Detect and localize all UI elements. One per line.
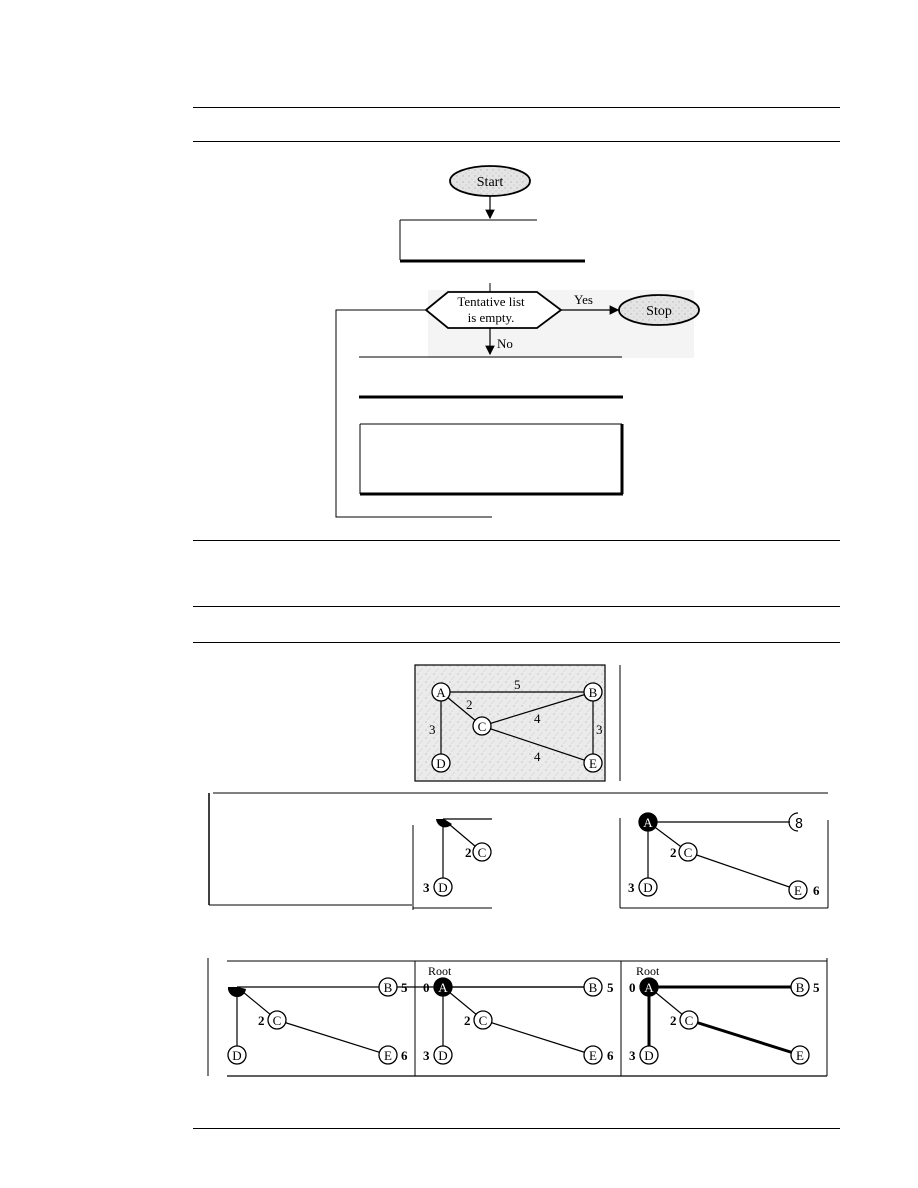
p3-node-B: B: [384, 980, 393, 995]
p2-node-E: E: [794, 883, 802, 898]
node-E: E: [583, 753, 603, 773]
p5-node-B: B: [796, 980, 805, 995]
node-D: D: [431, 753, 451, 773]
node-D-label: D: [436, 756, 445, 771]
p2-node-D: D: [643, 880, 652, 895]
weight-C-B: 4: [534, 711, 541, 726]
rule-mid-3: [193, 642, 840, 643]
p4-node-B: B: [589, 980, 598, 995]
node-A-label: A: [436, 685, 446, 700]
weight-C-E: 4: [534, 749, 541, 764]
p3-node-C: C: [273, 1013, 282, 1028]
tree-panel-5: Root A 0 B 5 C 2 D 3 E: [629, 964, 820, 1065]
process-box-1: [399, 219, 585, 263]
weight-A-B: 5: [514, 677, 521, 692]
rule-mid-1: [193, 540, 840, 541]
p4-dist-E: 6: [607, 1048, 614, 1063]
tree-panel-3: C 2 D E 6 B 5: [227, 977, 590, 1065]
start-label: Start: [477, 175, 504, 190]
p1-dist-D: 3: [423, 880, 430, 895]
p5-dist-B: 5: [813, 980, 820, 995]
p4-dist-B: 5: [607, 980, 614, 995]
p3-dist-B: 5: [401, 980, 408, 995]
stop-label: Stop: [646, 304, 672, 319]
p1-dist-C: 2: [465, 845, 472, 860]
node-C: C: [472, 716, 492, 736]
p3-dist-E: 6: [401, 1048, 408, 1063]
rule-top-1: [193, 107, 840, 108]
p4-node-E: E: [589, 1048, 597, 1063]
p5-node-C: C: [685, 1013, 694, 1028]
tree-panel-1: C 2 D 3: [412, 818, 492, 910]
rule-mid-2: [193, 606, 840, 607]
stop-terminator: Stop: [618, 294, 700, 326]
node-A: A: [431, 682, 451, 702]
process-box-2: [359, 356, 623, 399]
p2-dist-D: 3: [628, 880, 635, 895]
node-E-label: E: [589, 756, 597, 771]
node-B: B: [583, 682, 603, 702]
p2-node-C: C: [684, 845, 693, 860]
decision-hexagon: Tentative list is empty.: [424, 291, 563, 329]
p2-dist-E: 6: [813, 883, 820, 898]
p3-node-D: D: [232, 1048, 241, 1063]
p5-node-D: D: [644, 1048, 653, 1063]
p4-dist-A: 0: [423, 980, 430, 995]
weight-B-E: 3: [596, 722, 603, 737]
p4-dist-C: 2: [464, 1013, 471, 1028]
partial-root-node: [436, 819, 452, 828]
tree-panel-2: A 8 C 2 D 3 E 6: [619, 812, 829, 909]
node-B-label: B: [589, 685, 598, 700]
p4-root-A: A: [438, 980, 448, 995]
tree-panel-4: Root A 0 B 5 C 2 D 3 E 6: [423, 964, 614, 1065]
partial-root-node: [227, 987, 246, 998]
p4-dist-D: 3: [423, 1048, 430, 1063]
start-terminator: Start: [449, 165, 531, 197]
rule-bottom: [193, 1128, 840, 1129]
p3-dist-C: 2: [258, 1013, 265, 1028]
edge-C-E: [481, 725, 594, 764]
p5-root-label: Root: [636, 964, 660, 978]
no-label: No: [497, 336, 513, 351]
weight-A-C: 2: [466, 697, 473, 712]
p2-root-A: A: [643, 815, 653, 830]
p2-partial-B: 8: [795, 817, 803, 832]
decision-text-line2: is empty.: [468, 310, 515, 325]
p4-node-D: D: [438, 1048, 447, 1063]
decision-text-line1: Tentative list: [457, 294, 525, 309]
p4-root-label: Root: [428, 964, 452, 978]
process-box-3: [359, 423, 624, 496]
p5-dist-C: 2: [670, 1013, 677, 1028]
p1-node-C: C: [478, 845, 487, 860]
p2-dist-C: 2: [670, 845, 677, 860]
p5-root-A: A: [644, 980, 654, 995]
node-C-label: C: [478, 719, 487, 734]
p1-node-D: D: [438, 880, 447, 895]
p4-node-C: C: [479, 1013, 488, 1028]
edge-C-B: [481, 691, 594, 727]
rule-top-2: [193, 141, 840, 142]
loop-back-connector: [335, 309, 492, 518]
weight-A-D: 3: [429, 722, 436, 737]
yes-label: Yes: [574, 292, 593, 307]
p5-dist-A: 0: [629, 980, 636, 995]
p5-node-E: E: [796, 1048, 804, 1063]
p3-node-E: E: [384, 1048, 392, 1063]
p5-dist-D: 3: [629, 1048, 636, 1063]
